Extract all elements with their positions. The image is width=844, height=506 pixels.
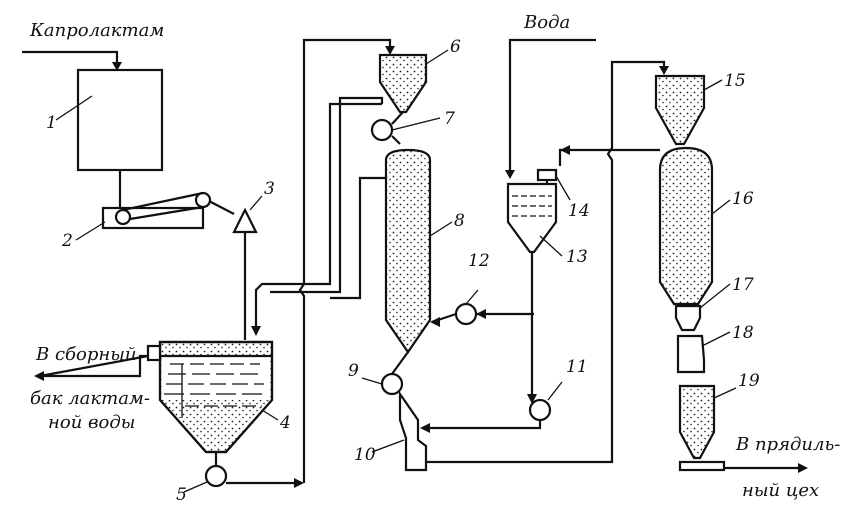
- num-5: 5: [176, 485, 187, 505]
- num-6: 6: [450, 37, 461, 57]
- column-8: [384, 148, 453, 354]
- vessel-13: [506, 182, 563, 257]
- filter-14: [536, 168, 571, 201]
- num-10: 10: [354, 445, 376, 465]
- num-15: 15: [724, 71, 746, 91]
- valve-7: [370, 111, 441, 145]
- num-19: 19: [738, 371, 760, 391]
- valve-9: [361, 351, 409, 396]
- num-12: 12: [468, 251, 490, 271]
- num-4: 4: [279, 413, 291, 433]
- outlet-to-collector: [34, 354, 149, 381]
- num-13: 13: [566, 247, 588, 267]
- num-14: 14: [568, 201, 590, 221]
- num-8: 8: [454, 211, 465, 231]
- line-5-to-6: [298, 38, 392, 483]
- num-18: 18: [732, 323, 754, 343]
- vessel-4: [146, 340, 279, 454]
- melter-2: [101, 191, 212, 230]
- to-collector-line2: бак лактам-: [30, 388, 150, 409]
- column-16: [658, 146, 731, 306]
- feeder-3: [232, 207, 258, 234]
- hopper-19: [678, 384, 737, 472]
- to-spinning-line2: ный цех: [742, 480, 819, 501]
- num-1: 1: [46, 113, 57, 133]
- num-17: 17: [732, 275, 754, 295]
- pump-11: [420, 381, 563, 433]
- num-3: 3: [264, 179, 275, 199]
- hopper-15: [654, 74, 723, 146]
- vessel-10: [371, 390, 440, 472]
- unit-18: [676, 331, 731, 374]
- to-collector-line3: ной воды: [48, 412, 135, 433]
- tank-1: [76, 68, 164, 172]
- unit-17: [674, 283, 731, 332]
- hopper-6: [378, 49, 449, 114]
- to-collector-line1: В сборный: [35, 344, 137, 365]
- to-spinning-line1: В прядиль-: [735, 434, 840, 455]
- num-16: 16: [732, 189, 754, 209]
- pump-12: [430, 289, 534, 327]
- pump-5: [183, 452, 304, 493]
- water-label: Вода: [523, 12, 570, 33]
- num-2: 2: [61, 231, 73, 251]
- water-inlet: [505, 38, 596, 179]
- line-to-vessel-4: [254, 102, 382, 330]
- caprolactam-label: Капролактам: [29, 20, 164, 41]
- caprolactam-feed-line: [22, 50, 122, 71]
- num-11: 11: [566, 357, 588, 377]
- output-to-spinning: [724, 463, 808, 473]
- num-7: 7: [444, 109, 455, 129]
- num-9: 9: [348, 361, 359, 381]
